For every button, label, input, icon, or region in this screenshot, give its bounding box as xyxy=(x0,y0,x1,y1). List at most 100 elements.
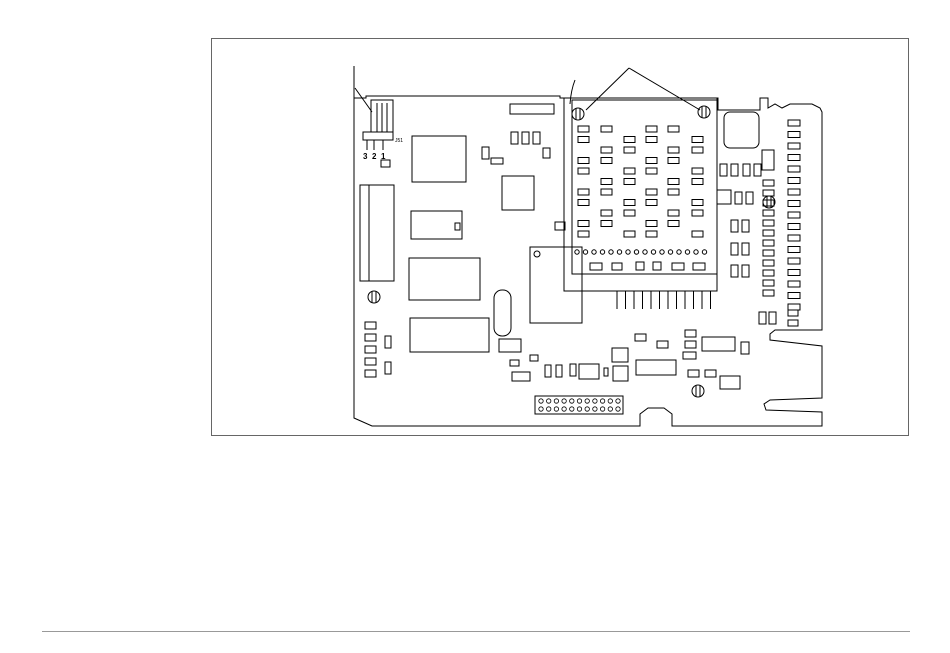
terminal-block xyxy=(360,185,394,281)
header-hole xyxy=(570,407,574,411)
smd-component xyxy=(788,270,800,276)
smd-component xyxy=(624,168,635,174)
smd-component xyxy=(668,221,679,227)
via xyxy=(643,250,647,254)
pin-label-2: 2 xyxy=(372,152,377,161)
via xyxy=(583,250,587,254)
smd-component xyxy=(788,120,800,126)
smd-component xyxy=(646,137,657,143)
smd-component xyxy=(763,280,774,286)
smd-component xyxy=(788,155,800,161)
via xyxy=(634,250,638,254)
screw-bottom xyxy=(692,385,704,397)
smd-component xyxy=(578,137,589,143)
via xyxy=(651,250,655,254)
smd-component xyxy=(646,158,657,164)
smd-component xyxy=(653,262,661,270)
smd-component xyxy=(763,230,774,236)
smd-component xyxy=(668,147,679,153)
pin-label-3: 3 xyxy=(363,152,368,161)
smd-component xyxy=(636,262,644,270)
smd-component xyxy=(646,221,657,227)
smd-component xyxy=(788,310,798,316)
via xyxy=(609,250,613,254)
smd-component xyxy=(624,200,635,206)
leader-line-screw-right xyxy=(629,68,700,110)
chip-qfp xyxy=(502,176,534,210)
ic-middle-3 xyxy=(410,318,489,352)
smd-component xyxy=(788,281,800,287)
smd-component xyxy=(692,179,703,185)
smd-component xyxy=(692,231,703,237)
via xyxy=(685,250,689,254)
via xyxy=(668,250,672,254)
header-hole xyxy=(600,399,604,403)
smd-component xyxy=(578,158,589,164)
smd-component xyxy=(763,190,774,196)
ic-middle-2 xyxy=(409,258,480,300)
smd-component xyxy=(624,179,635,185)
smd-component xyxy=(788,247,800,253)
screw-module-right xyxy=(698,106,710,118)
smd-component xyxy=(624,210,635,216)
smd-component xyxy=(672,263,684,270)
header-hole xyxy=(547,407,551,411)
smd-component xyxy=(578,200,589,206)
smd-component xyxy=(692,147,703,153)
smd-component xyxy=(590,263,602,270)
header-hole xyxy=(585,407,589,411)
smd-component xyxy=(578,231,589,237)
header-hole xyxy=(554,399,558,403)
smd-component xyxy=(788,132,800,138)
header-hole xyxy=(593,407,597,411)
smd-component xyxy=(763,200,774,206)
smd-component xyxy=(668,210,679,216)
header-hole xyxy=(616,399,620,403)
via xyxy=(600,250,604,254)
smd-component xyxy=(788,166,800,172)
board-outline xyxy=(354,66,822,426)
screw-left xyxy=(368,291,380,303)
header-hole xyxy=(554,407,558,411)
smd-component xyxy=(612,263,622,270)
module-components xyxy=(575,126,707,270)
header-hole xyxy=(608,399,612,403)
smd-component xyxy=(763,290,774,296)
via xyxy=(626,250,630,254)
header-hole xyxy=(562,407,566,411)
smd-component xyxy=(692,200,703,206)
smd-component xyxy=(763,180,774,186)
smd-component xyxy=(788,235,800,241)
smd-component xyxy=(668,126,679,132)
ic-square-top xyxy=(412,136,466,182)
screw-module-left xyxy=(572,108,584,120)
smd-component xyxy=(788,293,800,299)
header-hole xyxy=(539,399,543,403)
smd-component xyxy=(788,224,800,230)
header-hole xyxy=(570,399,574,403)
smd-component xyxy=(788,212,800,218)
via xyxy=(660,250,664,254)
smd-component xyxy=(763,240,774,246)
smd-component xyxy=(763,210,774,216)
smd-component xyxy=(601,158,612,164)
via xyxy=(575,250,579,254)
smd-component xyxy=(578,168,589,174)
smd-component xyxy=(763,250,774,256)
smd-component xyxy=(646,200,657,206)
smd-component xyxy=(578,221,589,227)
crystal xyxy=(494,290,511,336)
smd-component xyxy=(646,126,657,132)
header-hole xyxy=(562,399,566,403)
leader-line-left xyxy=(355,88,372,112)
smd-component xyxy=(763,260,774,266)
smd-component xyxy=(601,179,612,185)
smd-component xyxy=(692,168,703,174)
connector-3pin xyxy=(363,100,393,150)
smd-component xyxy=(788,143,800,149)
smd-component xyxy=(624,147,635,153)
via xyxy=(617,250,621,254)
smd-component xyxy=(646,231,657,237)
header-hole xyxy=(539,407,543,411)
